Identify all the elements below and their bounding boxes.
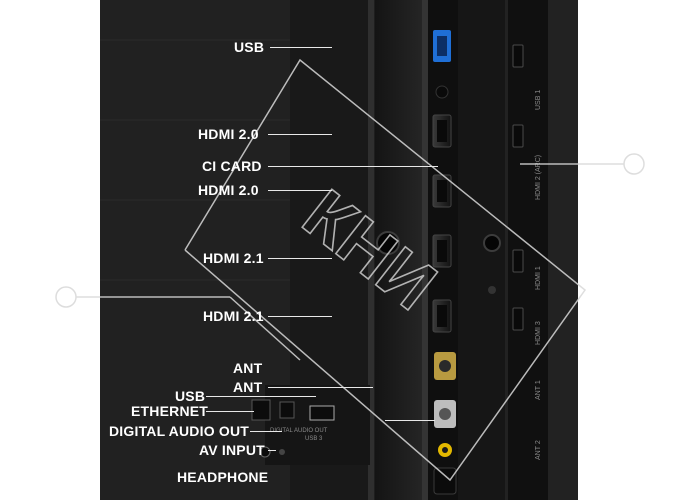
label-hdmi20-a: HDMI 2.0 bbox=[198, 126, 259, 142]
panel-text-ant2: ANT 2 bbox=[535, 440, 542, 460]
leader-ethernet bbox=[206, 411, 254, 412]
leader-ant-a bbox=[385, 420, 435, 421]
label-av-input: AV INPUT bbox=[199, 442, 265, 458]
leader-hdmi21-b bbox=[268, 316, 332, 317]
label-hdmi21-b: HDMI 2.1 bbox=[203, 308, 264, 324]
small-jack bbox=[435, 85, 449, 99]
panel-text-usb1: USB 1 bbox=[535, 90, 542, 110]
optical-port bbox=[279, 401, 295, 419]
label-digital-audio-out: DIGITAL AUDIO OUT bbox=[109, 423, 250, 439]
leader-hdmi20-b bbox=[268, 190, 332, 191]
label-ci-card: CI CARD bbox=[202, 158, 262, 174]
panel-text-ant1: ANT 1 bbox=[535, 380, 542, 400]
label-usb-top: USB bbox=[234, 39, 265, 55]
panel-text-hdmi2: HDMI 2 (ARC) bbox=[535, 155, 542, 200]
ethernet-port bbox=[251, 399, 271, 421]
panel-text-hdmi3: HDMI 3 bbox=[535, 321, 542, 345]
label-hdmi21-a: HDMI 2.1 bbox=[203, 250, 264, 266]
leader-ant-b bbox=[268, 387, 373, 388]
panel-text-hdmi1: HDMI 1 bbox=[535, 266, 542, 290]
leader-hdmi21-a bbox=[268, 258, 332, 259]
label-hdmi20-b: HDMI 2.0 bbox=[198, 182, 259, 198]
leader-av-input bbox=[268, 450, 276, 451]
leader-hdmi20-a bbox=[268, 134, 332, 135]
leader-usb-bottom bbox=[206, 396, 316, 397]
panel-text-usb3: USB 3 bbox=[305, 436, 323, 442]
label-ant-b: ANT bbox=[233, 379, 263, 395]
leader-ci-card bbox=[268, 166, 438, 167]
label-usb-bottom: USB bbox=[175, 388, 206, 404]
leader-usb-top bbox=[270, 47, 332, 48]
usb-port-bottom bbox=[309, 405, 335, 421]
label-ant-a: ANT bbox=[233, 360, 263, 376]
leader-digital-audio bbox=[250, 431, 282, 432]
label-headphone: HEADPHONE bbox=[177, 469, 269, 485]
label-ethernet: ETHERNET bbox=[131, 403, 209, 419]
